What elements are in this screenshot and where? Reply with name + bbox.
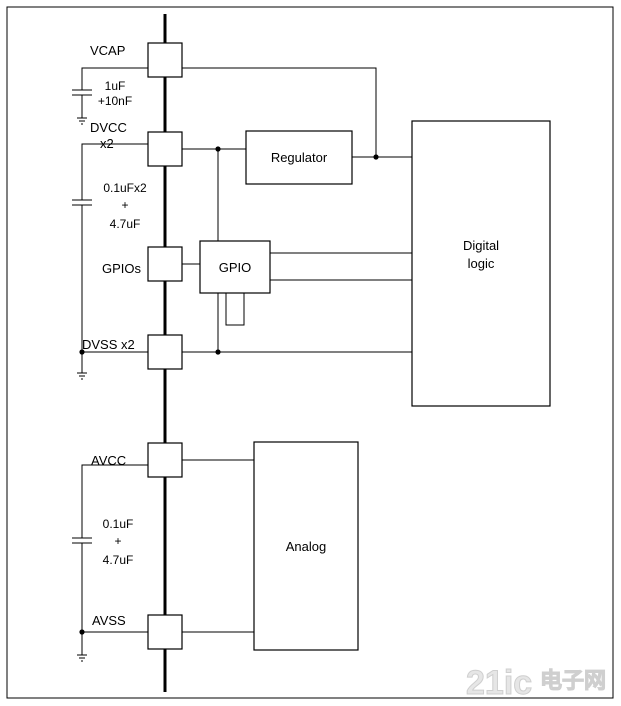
dvcc-count-label: x2 (100, 136, 114, 151)
watermark-text: 电子网 (540, 668, 606, 693)
analog-label: Analog (286, 539, 326, 554)
vcap-cap-label-2: +10nF (98, 94, 132, 108)
avcc-label: AVCC (91, 453, 126, 468)
avcc-pin (147, 442, 183, 478)
vcap-cap-label-1: 1uF (105, 79, 126, 93)
gpio-label: GPIO (219, 260, 252, 275)
dvss-label: DVSS x2 (82, 337, 135, 352)
dvss-junction (215, 349, 221, 355)
vcap-label: VCAP (90, 43, 125, 58)
vcap-cap-wire (81, 67, 148, 90)
avcc-cap-wire (81, 464, 148, 538)
avss-pin (147, 614, 183, 650)
regulator-block (245, 130, 353, 185)
dvcc-cap-label-1: 0.1uFx2 (103, 181, 147, 195)
dvss-pin (147, 334, 183, 370)
avcc-cap-label-1: 0.1uF (103, 517, 134, 531)
avcc-cap-label-2: + (114, 534, 121, 548)
regulator-label: Regulator (271, 150, 328, 165)
dvcc-cap-wire (81, 143, 148, 200)
vcap-pin (147, 42, 183, 78)
watermark-logo: 21ic 电子网 (466, 664, 607, 703)
outer-frame (6, 6, 614, 699)
dvcc-pin (147, 131, 183, 167)
analog-block (253, 441, 359, 651)
gpio-loop-wire (225, 293, 245, 326)
regulator-junction (373, 154, 379, 160)
dvcc-cap-label-3: 4.7uF (110, 217, 141, 231)
digital-logic-label-1: Digital (463, 238, 499, 253)
gpio-block (199, 240, 271, 294)
dvss-ground-icon (77, 372, 87, 380)
watermark-number: 21ic (466, 664, 532, 702)
digital-logic-label-2: logic (468, 256, 495, 271)
avss-ground-icon (77, 654, 87, 662)
vcap-wire (182, 67, 377, 157)
avcc-cap-label-3: 4.7uF (103, 553, 134, 567)
vcap-ground-icon (77, 117, 87, 125)
avss-label: AVSS (92, 613, 126, 628)
dvcc-cap-label-2: + (121, 198, 128, 212)
gpios-label: GPIOs (102, 261, 142, 276)
digital-logic-block (411, 120, 551, 407)
gpios-pin (147, 246, 183, 282)
dvcc-label: DVCC (90, 120, 127, 135)
